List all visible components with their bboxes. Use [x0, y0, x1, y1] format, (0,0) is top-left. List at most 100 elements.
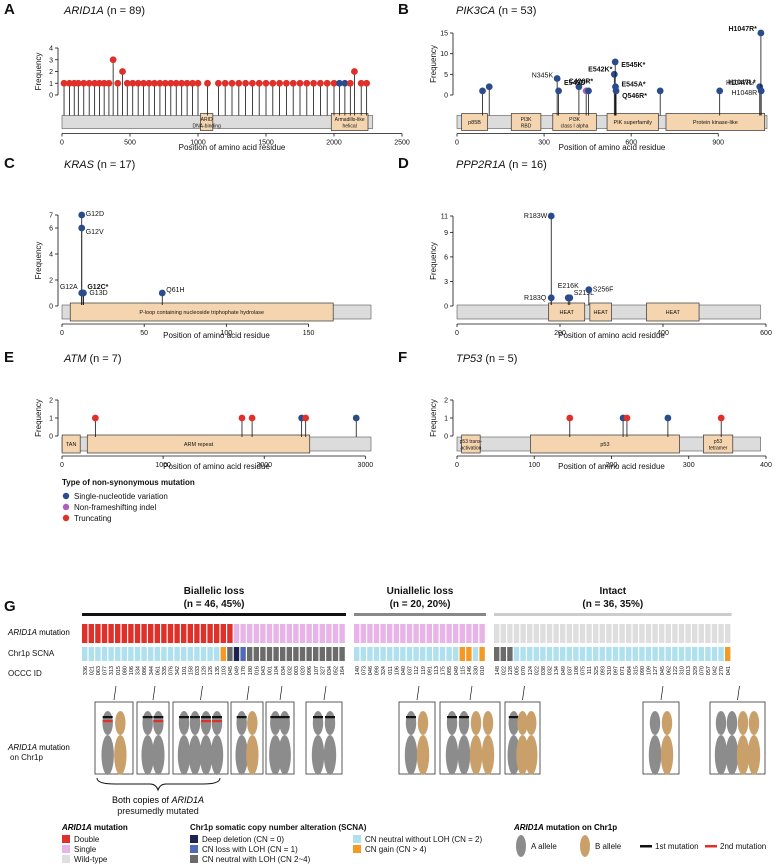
mutation-mark — [508, 716, 519, 719]
chromosome-arm — [516, 735, 529, 775]
mutation-label: E545D* — [564, 80, 588, 87]
x-tick-label: 2000 — [326, 140, 342, 147]
sample-id: 063 — [96, 666, 102, 675]
chromosome — [152, 711, 165, 775]
chromosome-arm — [416, 735, 430, 775]
arid-cell — [360, 624, 366, 643]
chromosome — [101, 711, 114, 775]
mutation-label: R183Q — [524, 295, 547, 302]
arid-cell — [553, 624, 559, 643]
lollipop-head — [289, 79, 297, 87]
domain-label: ARID — [201, 117, 213, 123]
sample-id: 135 — [215, 666, 221, 675]
protein-domain — [461, 434, 481, 454]
x-tick-label: 0 — [60, 330, 64, 337]
scna-cell — [698, 647, 704, 661]
pointer-line — [737, 685, 740, 701]
chromosome — [114, 711, 127, 775]
scna-cell — [220, 647, 226, 661]
lollipop-head — [664, 414, 672, 422]
arid-cell — [354, 624, 360, 643]
legend-item-label: CN neutral with LOH (CN 2~4) — [202, 855, 311, 864]
x-tick-label: 100 — [221, 330, 233, 337]
scna-cell — [665, 647, 671, 661]
chromosome-arm — [470, 711, 482, 735]
sample-id: 344 — [149, 666, 155, 675]
pointer-line — [246, 685, 250, 701]
lollipop-head — [611, 58, 619, 66]
scna-cell — [88, 647, 94, 661]
domain-label: helical — [343, 123, 357, 129]
x-axis-label: Position of amino acid residue — [163, 331, 270, 340]
sample-id: 011 — [388, 666, 394, 675]
legend-item-label: A allele — [531, 842, 557, 851]
y-tick-label: 3 — [444, 279, 448, 286]
protein-domain — [200, 113, 214, 131]
legend-item-label: Double — [74, 835, 100, 844]
sample-id: 043 — [261, 666, 267, 675]
lollipop-head — [151, 79, 158, 87]
arid-cell — [685, 624, 691, 643]
domain-label: DNA-binding — [192, 123, 221, 129]
sample-id: 080 — [122, 666, 128, 675]
legend-2nd-mutation — [705, 845, 717, 848]
scna-cell — [426, 647, 432, 661]
arid-cell — [659, 624, 665, 643]
mutation-mark — [406, 716, 416, 719]
domain-label: PI3K — [521, 117, 533, 123]
lollipop-head — [553, 75, 561, 82]
lollipop-head — [352, 414, 360, 422]
arid-cell — [698, 624, 704, 643]
group-subtitle: (n = 36, 35%) — [582, 599, 643, 610]
x-tick-label: 900 — [712, 140, 724, 147]
scna-cell — [360, 647, 366, 661]
sample-id: 041 — [726, 666, 732, 675]
lollipop-head — [189, 79, 196, 87]
chromosome-arm — [482, 711, 494, 735]
scna-cell — [527, 647, 533, 661]
lollipop-head — [612, 87, 620, 95]
x-axis-label: Position of amino acid residue — [163, 462, 270, 471]
scna-cell — [319, 647, 325, 661]
chromosome-arm — [200, 711, 212, 735]
legend-item-label: Non-frameshifting indel — [74, 503, 156, 512]
scna-cell — [174, 647, 180, 661]
scna-cell — [108, 647, 114, 661]
protein-domain — [552, 113, 597, 131]
lollipop-head — [341, 79, 349, 87]
scna-cell — [406, 647, 413, 661]
gene-name: ATM — [63, 353, 87, 365]
scna-cell — [339, 647, 345, 661]
sample-id: 033 — [195, 666, 201, 675]
scna-cell — [459, 647, 465, 661]
x-tick-label: 0 — [455, 330, 459, 337]
arid-cell — [406, 624, 413, 643]
gene-name: ARID1A — [63, 5, 104, 17]
protein-domain — [461, 113, 488, 131]
arid-cell — [88, 624, 94, 643]
sample-id: 071 — [620, 666, 626, 675]
scna-cell — [299, 647, 306, 661]
x-axis-label: Position of amino acid residue — [559, 143, 666, 152]
legend-dot — [62, 492, 70, 500]
arid-cell — [187, 624, 193, 643]
domain-label: activation — [460, 445, 481, 451]
arid-cell — [479, 624, 485, 643]
sample-id: 001 — [268, 666, 274, 675]
scna-cell — [678, 647, 685, 661]
mutation-label: E216K — [558, 283, 579, 290]
sample-id: 330 — [474, 666, 480, 675]
chromosome-arm — [102, 711, 113, 735]
legend-swatch — [62, 835, 70, 843]
lollipop-head — [114, 79, 122, 87]
chromosome — [747, 711, 761, 775]
mutation-mark — [459, 716, 469, 719]
lollipop-head — [96, 79, 103, 87]
domain-label: RBD — [521, 123, 532, 129]
y-axis-label: Frequency — [34, 399, 43, 437]
sample-id: 334 — [136, 666, 142, 675]
sample-id: 075 — [581, 666, 587, 675]
scna-cell — [725, 647, 731, 661]
legend-item-label: Truncating — [74, 514, 112, 523]
lollipop-head — [238, 414, 246, 422]
